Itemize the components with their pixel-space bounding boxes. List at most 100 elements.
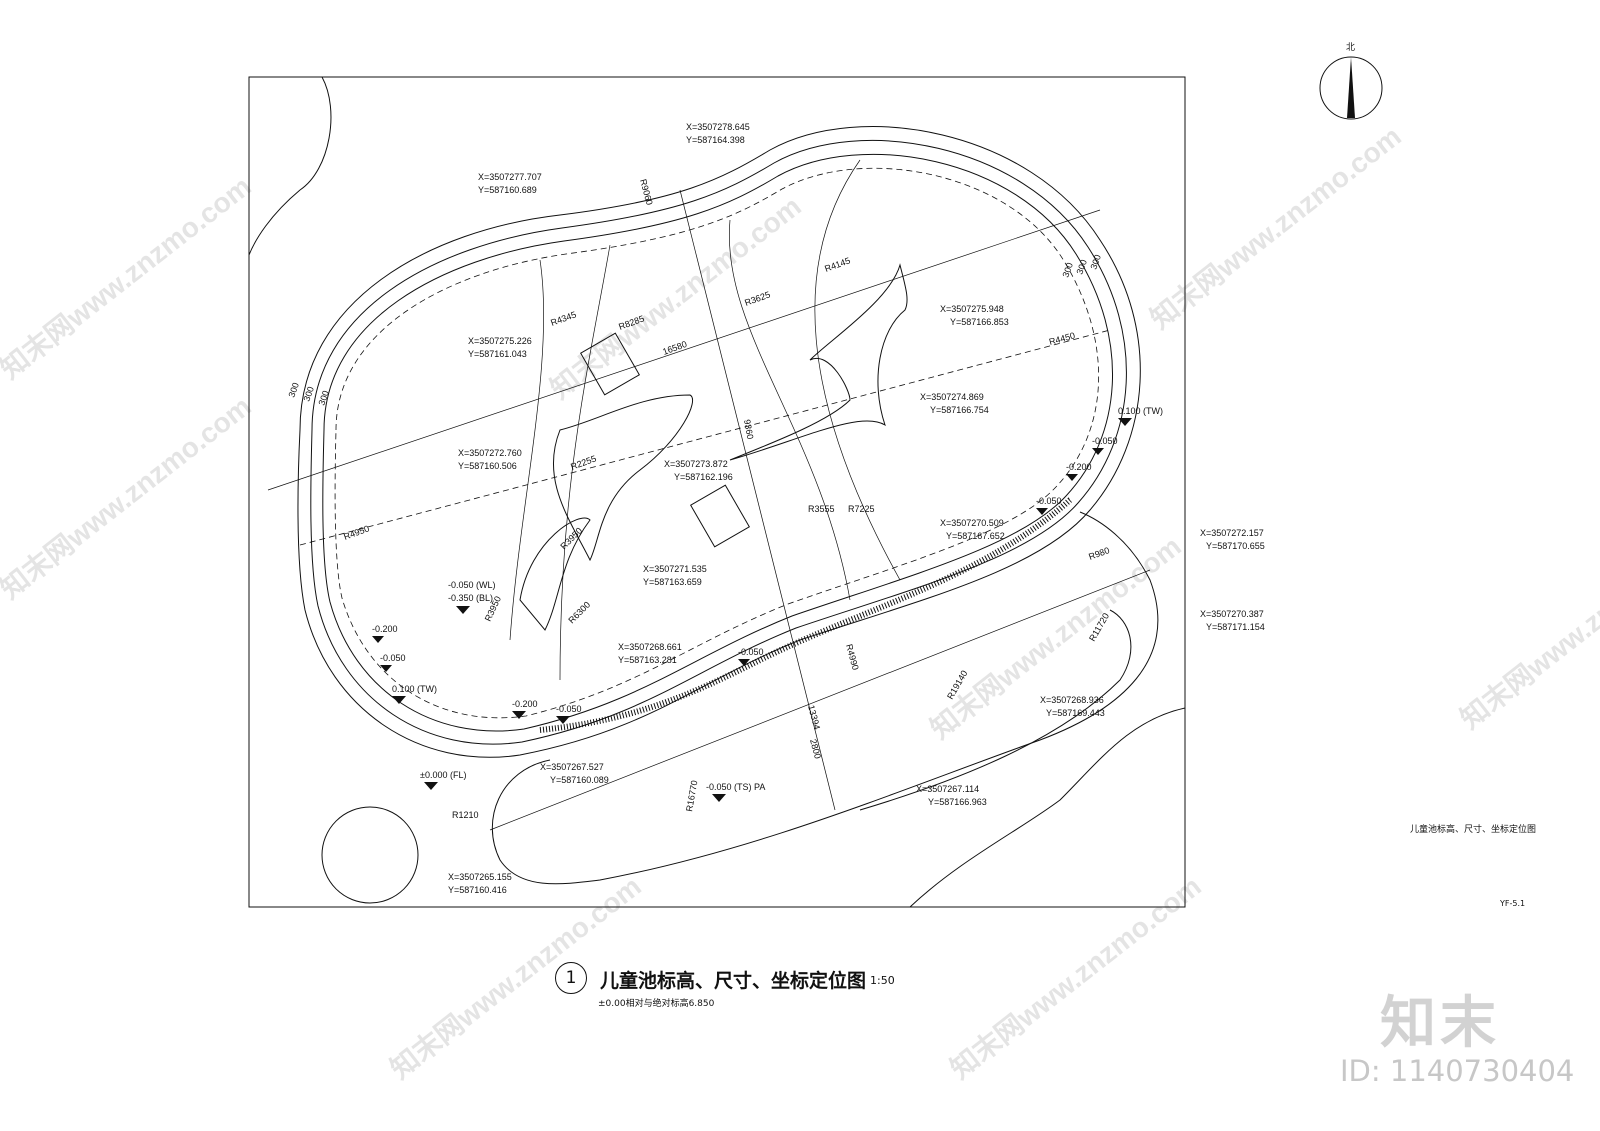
svg-text:R4950: R4950 [342, 523, 370, 541]
drawing-note: ±0.00相对与绝对标高6.850 [598, 999, 715, 1009]
drawing-scale: 1:50 [870, 974, 895, 987]
coord-label: Y=587166.853 [950, 317, 1009, 327]
landscape-edge [248, 76, 332, 256]
svg-text:R4345: R4345 [549, 309, 577, 327]
svg-text:R980: R980 [1087, 545, 1111, 562]
north-arrow-icon: 北 [1319, 42, 1383, 120]
svg-text:300: 300 [1088, 253, 1103, 271]
svg-text:R3625: R3625 [743, 289, 771, 307]
svg-text:R6300: R6300 [566, 600, 592, 626]
coord-label: Y=587163.659 [643, 577, 702, 587]
coord-label: X=3507270.387 [1200, 609, 1264, 619]
coord-label: Y=587160.506 [458, 461, 517, 471]
svg-text:13394: 13394 [806, 704, 822, 731]
svg-text:-0.350 (BL): -0.350 (BL) [448, 593, 493, 603]
dimension-line [679, 189, 836, 811]
drawing-frame [248, 76, 1186, 908]
coord-label: Y=587171.154 [1206, 622, 1265, 632]
divider-arc [814, 159, 901, 581]
coordinate-labels: X=3507278.645 Y=587164.398 X=3507277.707… [448, 122, 1265, 895]
coord-label: Y=587160.416 [448, 885, 507, 895]
coord-label: Y=587160.689 [478, 185, 537, 195]
level-labels: 0.100 (TW) -0.050 -0.200 -0.050 -0.050 (… [372, 406, 1163, 802]
watermark-text: 知末网www.znzmo.com [944, 870, 1207, 1085]
coord-label: Y=587169.443 [1046, 708, 1105, 718]
landscape-edge [909, 707, 1186, 908]
svg-text:16580: 16580 [661, 339, 688, 357]
pool-outline [297, 126, 1141, 758]
watermark-text: 知末网www.znzmo.com [0, 390, 257, 605]
id-watermark: ID: 1140730404 [1340, 1054, 1575, 1088]
svg-text:-0.200: -0.200 [1066, 462, 1092, 472]
coord-label: X=3507267.114 [916, 784, 979, 794]
svg-text:R16770: R16770 [684, 780, 699, 813]
svg-text:R4990: R4990 [844, 643, 861, 671]
dimension-line [267, 209, 1101, 491]
svg-text:-0.050 (WL): -0.050 (WL) [448, 580, 496, 590]
coord-label: X=3507271.535 [643, 564, 707, 574]
coord-label: X=3507272.760 [458, 448, 522, 458]
dimension-line [299, 329, 1111, 546]
coord-label: X=3507272.157 [1200, 528, 1264, 538]
grate-1 [579, 332, 641, 396]
svg-text:R7225: R7225 [848, 504, 875, 514]
divider-arc [559, 244, 611, 681]
svg-text:0.100 (TW): 0.100 (TW) [1118, 406, 1163, 416]
coord-label: X=3507278.645 [686, 122, 750, 132]
svg-text:-0.050: -0.050 [556, 704, 582, 714]
watermark-text: 知末网www.znzmo.com [0, 170, 257, 385]
coord-label: Y=587166.754 [930, 405, 989, 415]
coord-label: Y=587163.281 [618, 655, 677, 665]
sheet-number: YF-5.1 [1500, 899, 1526, 908]
watermark-layer: 知末网www.znzmo.com 知末网www.znzmo.com 知末网www… [0, 120, 1600, 1085]
divider-arc [728, 219, 851, 601]
svg-text:-0.050 (TS) PA: -0.050 (TS) PA [706, 782, 765, 792]
svg-text:R4450: R4450 [1048, 330, 1076, 347]
svg-text:0.100 (TW): 0.100 (TW) [392, 684, 437, 694]
coord-label: Y=587170.655 [1206, 541, 1265, 551]
svg-text:-0.050: -0.050 [380, 653, 406, 663]
coord-label: Y=587164.398 [686, 135, 745, 145]
sheet-label: 儿童池标高、尺寸、坐标定位图 [1410, 825, 1537, 835]
svg-text:300: 300 [316, 389, 331, 407]
svg-text:R3950: R3950 [558, 526, 584, 552]
svg-text:2800: 2800 [808, 738, 823, 760]
svg-text:-0.200: -0.200 [372, 624, 398, 634]
coord-label: X=3507267.527 [540, 762, 604, 772]
coord-label: Y=587161.043 [468, 349, 527, 359]
coord-label: X=3507277.707 [478, 172, 542, 182]
svg-text:R3555: R3555 [808, 504, 835, 514]
svg-text:R1210: R1210 [452, 810, 479, 820]
north-label: 北 [1346, 42, 1355, 52]
coord-label: X=3507273.872 [664, 459, 728, 469]
divider-arc [509, 259, 544, 641]
svg-text:±0.000 (FL): ±0.000 (FL) [420, 770, 466, 780]
coord-label: X=3507265.155 [448, 872, 512, 882]
coord-label: Y=587160.089 [550, 775, 609, 785]
watermark-text: 知末网www.znzmo.com [1144, 120, 1407, 335]
coord-label: X=3507268.661 [618, 642, 682, 652]
svg-text:-0.200: -0.200 [512, 699, 538, 709]
coord-label: X=3507275.226 [468, 336, 532, 346]
svg-text:-0.050: -0.050 [1092, 436, 1118, 446]
walkway [491, 511, 1159, 885]
drawing-title: 儿童池标高、尺寸、坐标定位图 [600, 970, 867, 992]
watermark-text: 知末网www.znzmo.com [1454, 520, 1600, 735]
dolphin-right [729, 263, 908, 461]
planter-circle [321, 806, 419, 904]
dimension-line [489, 569, 1151, 831]
svg-text:R4145: R4145 [823, 255, 851, 273]
coord-label: Y=587162.196 [674, 472, 733, 482]
svg-text:300: 300 [1074, 258, 1089, 276]
coord-label: X=3507275.948 [940, 304, 1004, 314]
svg-text:-0.050: -0.050 [1036, 496, 1062, 506]
coord-label: X=3507274.869 [920, 392, 984, 402]
svg-text:-0.050: -0.050 [738, 647, 764, 657]
coord-label: Y=587167.652 [946, 531, 1005, 541]
brand-watermark: 知末 [1380, 991, 1500, 1056]
svg-text:9360: 9360 [742, 419, 755, 440]
grate-2 [689, 484, 751, 548]
coord-label: X=3507270.509 [940, 518, 1004, 528]
svg-text:300: 300 [286, 381, 301, 399]
